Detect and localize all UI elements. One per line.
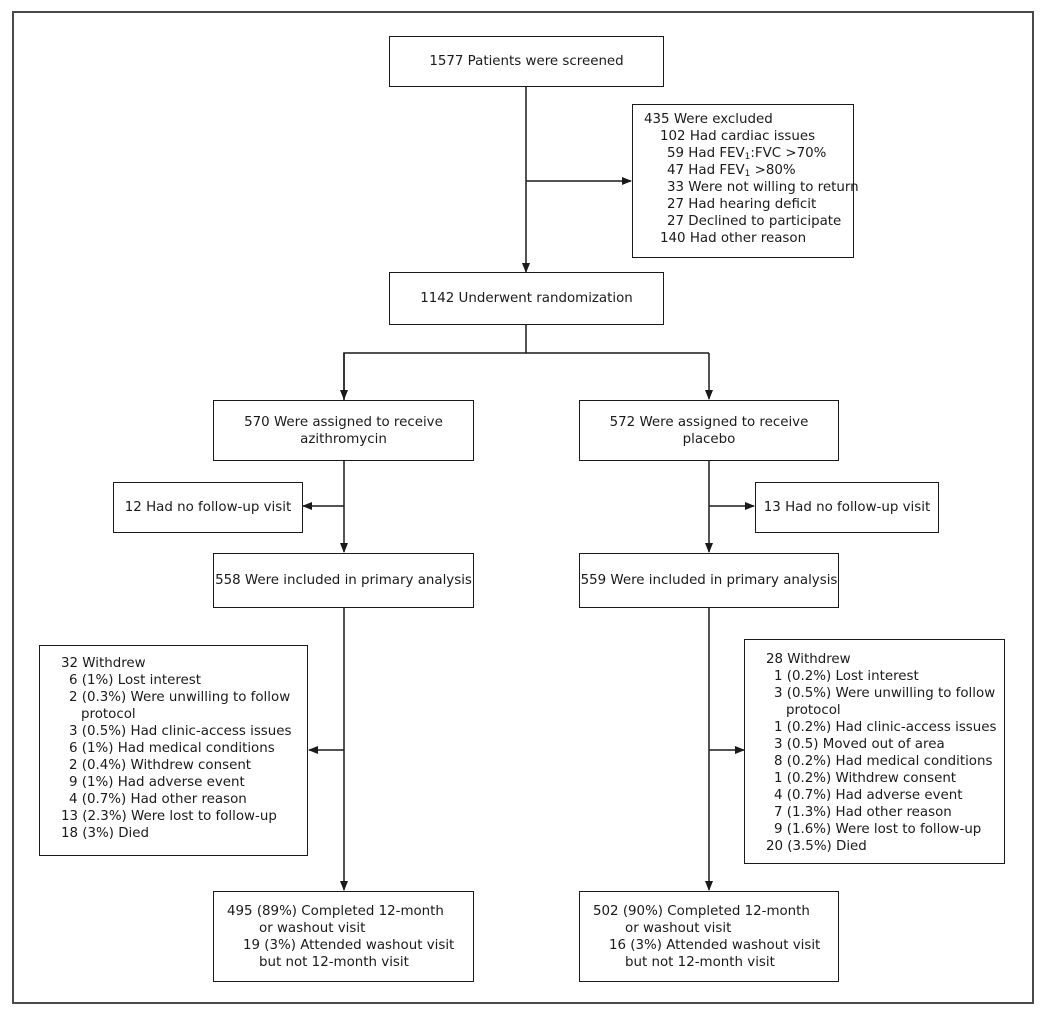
azithro-primary-text: 558 Were included in primary analysis <box>215 573 472 588</box>
withdrew-item: 2 (0.4%) Withdrew consent <box>69 758 252 773</box>
withdrew-item: 6 (1%) Had medical conditions <box>69 741 275 756</box>
placebo-died: 20 (3.5%) Died <box>766 839 867 854</box>
withdrew-item: 8 (0.2%) Had medical conditions <box>774 754 993 769</box>
azithro-primary-box: 558 Were included in primary analysis <box>213 553 474 608</box>
azithro-no-followup-box: 12 Had no follow-up visit <box>113 482 303 533</box>
randomized-box: 1142 Underwent randomization <box>389 272 664 325</box>
connector-randomized-split <box>343 325 527 400</box>
placebo-no-followup-box: 13 Had no follow-up visit <box>755 482 939 533</box>
placebo-no-followup-text: 13 Had no follow-up visit <box>763 500 931 515</box>
excluded-cardiac: 102 Had cardiac issues <box>660 129 816 144</box>
excluded-fev-ratio: 59 Had FEV1:FVC >70% <box>667 146 827 162</box>
withdrew-item: 1 (0.2%) Lost interest <box>774 669 919 684</box>
azithro-lost-to-followup: 13 (2.3%) Were lost to follow-up <box>61 809 277 824</box>
withdrew-item: 4 (0.7%) Had other reason <box>69 792 247 807</box>
withdrew-item: 3 (0.5) Moved out of area <box>774 737 945 752</box>
placebo-completed-line1: 502 (90%) Completed 12-month <box>593 904 810 919</box>
azithro-completed-box: 495 (89%) Completed 12-month or washout … <box>213 891 474 982</box>
excluded-item: 27 Declined to participate <box>667 214 842 229</box>
withdrew-item: 1 (0.2%) Had clinic-access issues <box>774 720 997 735</box>
excluded-other: 140 Had other reason <box>660 231 807 246</box>
azithro-washout-line1: 19 (3%) Attended washout visit <box>243 938 455 953</box>
placebo-withdrew-box: 28 Withdrew 1 (0.2%) Lost interest 3 (0.… <box>744 639 1005 864</box>
azithro-assigned-box: 570 Were assigned to receive azithromyci… <box>213 400 474 461</box>
figure-frame <box>12 11 1034 1004</box>
azithro-assigned-line2: azithromycin <box>300 431 387 447</box>
placebo-primary-text: 559 Were included in primary analysis <box>580 573 838 588</box>
placebo-assigned-line2: placebo <box>682 431 736 447</box>
placebo-assigned-box: 572 Were assigned to receive placebo <box>579 400 839 461</box>
placebo-withdrew-header: 28 Withdrew <box>766 652 851 667</box>
screened-box: 1577 Patients were screened <box>389 36 664 87</box>
withdrew-item: 7 (1.3%) Had other reason <box>774 805 952 820</box>
withdrew-item: 6 (1%) Lost interest <box>69 673 201 688</box>
withdrew-item: 1 (0.2%) Withdrew consent <box>774 771 957 786</box>
azithro-assigned-line1: 570 Were assigned to receive <box>244 414 443 430</box>
excluded-item: 33 Were not willing to return <box>667 180 859 195</box>
azithro-completed-line1: 495 (89%) Completed 12-month <box>227 904 444 919</box>
azithro-withdrew-header: 32 Withdrew <box>61 656 146 671</box>
excluded-item: 27 Had hearing deficit <box>667 197 817 212</box>
screened-text: 1577 Patients were screened <box>429 54 624 69</box>
withdrew-item: 4 (0.7%) Had adverse event <box>774 788 963 803</box>
azithro-completed-line2: or washout visit <box>259 921 366 936</box>
excluded-box: 435 Were excluded 102 Had cardiac issues… <box>632 104 859 258</box>
excluded-header: 435 Were excluded <box>644 112 773 127</box>
withdrew-item: 3 (0.5%) Had clinic-access issues <box>69 724 292 739</box>
azithro-died: 18 (3%) Died <box>61 826 150 841</box>
azithro-withdrew-box: 32 Withdrew 6 (1%) Lost interest 2 (0.3%… <box>39 645 308 856</box>
excluded-fev-pct: 47 Had FEV1 >80% <box>667 163 796 179</box>
placebo-washout-line1: 16 (3%) Attended washout visit <box>609 938 821 953</box>
placebo-lost-to-followup: 9 (1.6%) Were lost to follow-up <box>774 822 982 837</box>
azithro-no-followup-text: 12 Had no follow-up visit <box>124 500 292 515</box>
placebo-completed-box: 502 (90%) Completed 12-month or washout … <box>579 891 839 982</box>
withdrew-item: protocol <box>786 703 841 718</box>
withdrew-item: 2 (0.3%) Were unwilling to follow <box>69 690 291 705</box>
placebo-primary-box: 559 Were included in primary analysis <box>579 553 839 608</box>
placebo-completed-line2: or washout visit <box>625 921 732 936</box>
withdrew-item: 9 (1%) Had adverse event <box>69 775 245 790</box>
placebo-washout-line2: but not 12-month visit <box>625 955 775 970</box>
placebo-assigned-line1: 572 Were assigned to receive <box>609 414 809 430</box>
withdrew-item: 3 (0.5%) Were unwilling to follow <box>774 686 996 701</box>
withdrew-item: protocol <box>81 707 136 722</box>
azithro-washout-line2: but not 12-month visit <box>259 955 409 970</box>
randomized-text: 1142 Underwent randomization <box>420 291 633 306</box>
